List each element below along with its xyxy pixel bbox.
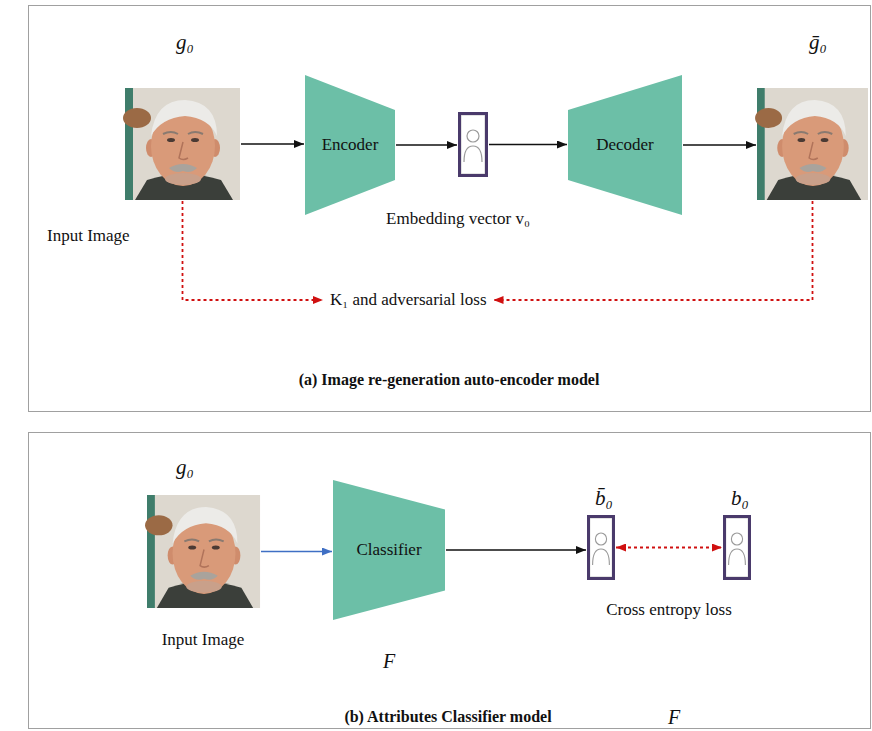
arrow-connector [446,549,586,551]
dotted-connector [494,201,813,300]
panel-frame: (b) Attributes Classifier modelFg₀Input … [28,432,871,729]
image-node: g₀Input Image [125,88,240,200]
encoder-block: Encoder [305,75,395,215]
panel-caption: (b) Attributes Classifier model [344,708,551,726]
arrow-connector [396,144,457,146]
input-photo [123,88,240,200]
vector-box: b̄₀ [587,515,615,580]
block-name: Decoder [596,135,654,155]
arrow-connector [261,551,332,553]
image-node: ḡ₀ [757,88,868,200]
block-name: Encoder [322,135,379,155]
decoder-block: Decoder [568,75,682,215]
edge-label: Cross entropy loss [604,600,734,620]
model-symbol: F [668,706,680,729]
vector-symbol: b̄₀ [595,486,613,511]
dotted-connector [616,547,722,549]
dotted-connector [183,201,324,300]
vector-box: b₀ [723,515,751,580]
output-photo [755,88,868,200]
model-symbol: F [383,650,395,673]
panel-frame: (a) Image re-generation auto-encoder mod… [28,5,871,412]
label-icon [726,518,748,577]
arrow-connector [683,144,756,146]
vector-box: Embedding vector v₀ [458,112,488,177]
image-caption: Input Image [47,226,130,246]
vector-caption: Embedding vector v₀ [386,209,530,229]
panel-caption: (a) Image re-generation auto-encoder mod… [299,371,600,389]
loss-label-node: K₁ and adversarial loss [328,290,489,310]
encoder-block-fill [305,75,395,215]
image-symbol: g₀ [176,30,194,55]
loss-label: K₁ and adversarial loss [330,290,487,310]
classifier-block: ClassifierF [333,480,445,620]
classifier-block-fill [333,480,445,620]
block-name: Classifier [356,540,421,560]
prediction-icon [590,518,612,577]
image-symbol: ḡ₀ [809,30,827,55]
image-symbol: g₀ [176,455,194,480]
arrow-connector [241,143,304,145]
embedding-icon [461,115,485,174]
decoder-block-fill [568,75,682,215]
vector-symbol: b₀ [731,486,749,511]
image-node: g₀Input Image [147,495,260,608]
arrow-connector [489,144,567,146]
image-caption: Input Image [162,630,245,650]
input-photo [145,495,260,608]
